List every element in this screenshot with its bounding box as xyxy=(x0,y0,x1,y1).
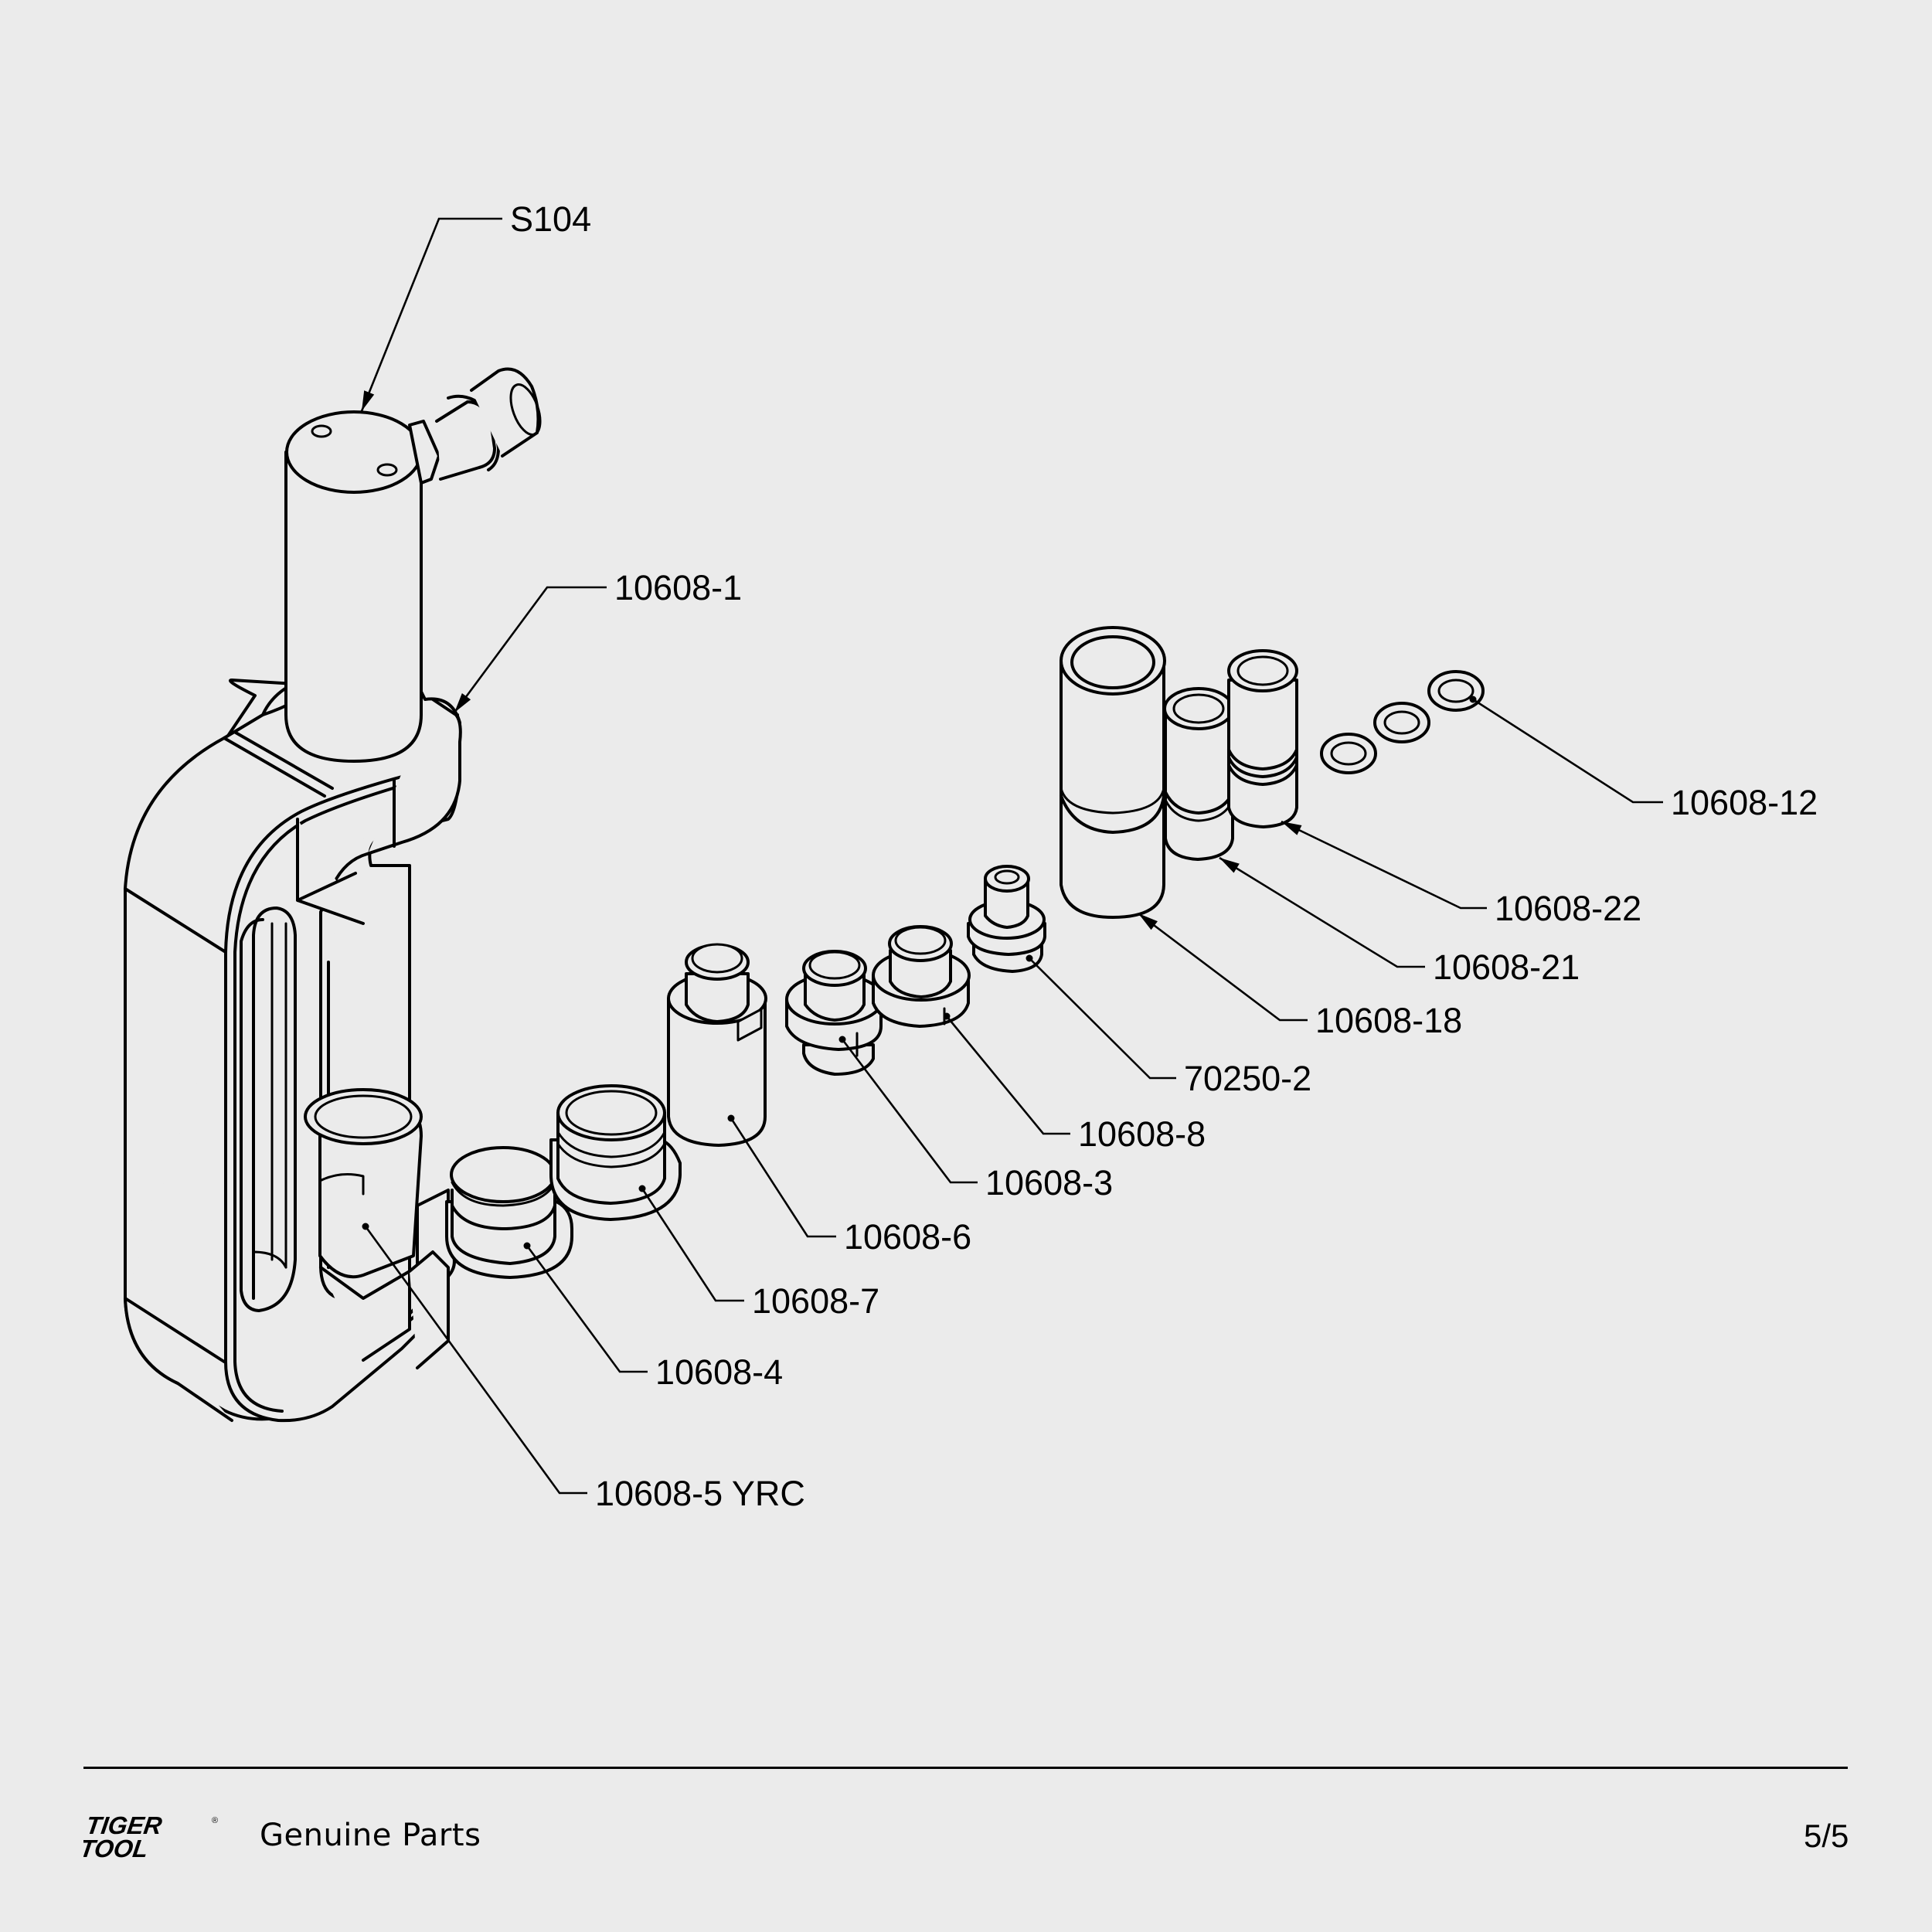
callout-p10608-18: 10608-18 xyxy=(1138,912,1462,1040)
page-indicator: 5/5 xyxy=(1804,1818,1849,1854)
leader-line xyxy=(364,1226,587,1495)
callout-p10608-3: 10608-3 xyxy=(838,1036,1113,1202)
leader-line xyxy=(945,1015,1070,1135)
leader-line xyxy=(1281,820,1487,910)
leader-line xyxy=(360,217,502,412)
leader-line xyxy=(641,1188,744,1302)
leader-dot xyxy=(362,1223,369,1230)
leader-line xyxy=(1219,856,1425,968)
callout-label: 10608-1 xyxy=(614,568,742,607)
callout-s104: S104 xyxy=(360,199,591,412)
callout-p10608-7: 10608-7 xyxy=(638,1185,879,1321)
brand-line1: TIGER xyxy=(84,1812,164,1839)
footer-tagline: Genuine Parts xyxy=(260,1818,481,1853)
part-washer-rings xyxy=(1320,670,1485,774)
part-receiver-cup xyxy=(304,1088,423,1279)
callout-label: 10608-18 xyxy=(1315,1001,1462,1040)
registered-mark: ® xyxy=(212,1816,218,1825)
part-threaded-adapter xyxy=(967,865,1046,973)
leader-line xyxy=(453,586,607,713)
callout-p10608-5yrc: 10608-5 YRC xyxy=(362,1223,805,1513)
leader-line xyxy=(1138,912,1308,1022)
leader-dot xyxy=(638,1185,646,1192)
leader-dot xyxy=(943,1012,951,1020)
part-sleeve-small-short xyxy=(1163,687,1234,861)
callout-p10608-12: 10608-12 xyxy=(1469,696,1818,822)
leader-arrowhead xyxy=(362,390,375,411)
callout-p10608-21: 10608-21 xyxy=(1219,856,1580,987)
callout-label: 10608-6 xyxy=(844,1217,971,1257)
leader-line xyxy=(1472,698,1663,804)
callout-label: 10608-8 xyxy=(1078,1114,1206,1154)
part-cup-adapter-large xyxy=(549,1084,682,1221)
leader-line xyxy=(841,1039,978,1184)
leader-dot xyxy=(1026,954,1033,962)
leader-arrowhead xyxy=(1219,858,1240,873)
leader-dot xyxy=(727,1114,735,1122)
callout-label: 10608-21 xyxy=(1433,947,1580,987)
callout-label: 10608-3 xyxy=(985,1163,1113,1202)
leader-dot xyxy=(838,1036,846,1043)
leader-line xyxy=(526,1245,648,1373)
callout-p70250-2: 70250-2 xyxy=(1026,954,1311,1098)
part-hydraulic-cylinder xyxy=(284,367,542,763)
callout-p10608-6: 10608-6 xyxy=(727,1114,971,1257)
callout-p10608-4: 10608-4 xyxy=(523,1242,783,1392)
leader-dot xyxy=(523,1242,531,1250)
part-cup-adapter-small xyxy=(445,1146,573,1279)
part-sleeve-small-tall xyxy=(1227,649,1298,828)
callout-label: 70250-2 xyxy=(1184,1059,1311,1098)
leader-arrowhead xyxy=(454,692,471,713)
leader-dot xyxy=(1469,696,1477,703)
leader-arrowhead xyxy=(1281,821,1302,835)
tiger-tool-logo: TIGER TOOL ® xyxy=(83,1812,218,1860)
callout-label: 10608-12 xyxy=(1671,783,1818,822)
callout-label: 10608-22 xyxy=(1495,889,1641,928)
part-tall-pusher xyxy=(667,943,767,1147)
callout-p10608-8: 10608-8 xyxy=(943,1012,1206,1154)
callout-label: 10608-7 xyxy=(752,1281,879,1321)
leader-arrowhead xyxy=(1138,913,1158,930)
part-stepped-adapter-b xyxy=(872,925,971,1028)
leader-line xyxy=(1029,957,1176,1080)
part-c-frame-body xyxy=(124,671,462,1423)
footer-divider xyxy=(83,1767,1848,1769)
callout-label: 10608-5 YRC xyxy=(595,1474,805,1513)
callout-label: 10608-4 xyxy=(655,1352,783,1392)
callout-layer: S104 10608-1 10608-12 10608-22 10608-21 10608… xyxy=(360,199,1818,1513)
callout-label: S104 xyxy=(510,199,591,239)
leader-line xyxy=(730,1117,836,1238)
brand-line2: TOOL xyxy=(83,1835,150,1860)
part-sleeve-large xyxy=(1060,626,1166,919)
callout-p10608-22: 10608-22 xyxy=(1281,820,1641,928)
callout-p10608-1: 10608-1 xyxy=(453,568,742,713)
part-stepped-adapter-a xyxy=(785,950,884,1076)
